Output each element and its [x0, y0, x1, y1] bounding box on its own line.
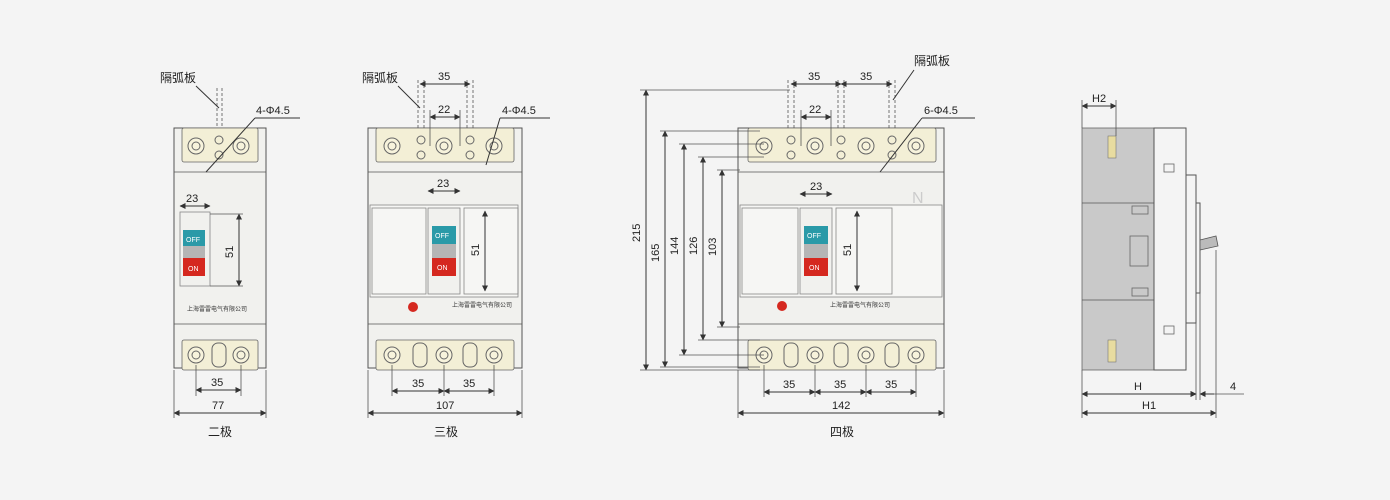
neutral-mark: N — [912, 190, 924, 207]
mounting-screw-icon — [1107, 135, 1117, 159]
on-button — [432, 258, 456, 276]
caption-four-pole: 四极 — [830, 425, 854, 439]
dim-pitch-3: 35 — [885, 379, 897, 391]
brand-label: 上海雷雷电气有限公司 — [452, 301, 512, 309]
brand-label: 上海雷雷电气有限公司 — [187, 305, 247, 313]
brand-label: 上海雷雷电气有限公司 — [830, 301, 890, 309]
dim-width: 142 — [832, 400, 850, 412]
off-label: OFF — [435, 233, 449, 240]
dim-4: 4 — [1230, 381, 1236, 393]
three-pole-drawing: 隔弧板 35 22 4-Φ4.5 OFF ON 上海雷雷电气有限公司 23 51… — [362, 71, 550, 439]
off-button — [183, 230, 205, 246]
dim-handle-width: 23 — [437, 178, 449, 190]
dim-h144: 144 — [669, 237, 681, 255]
on-label: ON — [437, 265, 448, 272]
two-pole-drawing: 隔弧板 4-Φ4.5 OFF ON 上海雷雷电气有限公司 23 51 35 77… — [160, 71, 300, 439]
dim-h165: 165 — [650, 244, 662, 262]
dim-pitch-1: 35 — [783, 379, 795, 391]
terminal-screw-icon — [187, 135, 250, 368]
indicator-dot — [408, 302, 418, 312]
dim-handle-height: 51 — [842, 244, 854, 256]
hole-label: 4-Φ4.5 — [256, 105, 290, 117]
dim-mount: 22 — [438, 104, 450, 116]
dim-h2: H2 — [1092, 93, 1106, 105]
arc-plate-label: 隔弧板 — [914, 54, 950, 68]
dim-top-pitch: 35 — [438, 71, 450, 83]
dim-width: 77 — [212, 400, 224, 412]
on-button — [804, 258, 828, 276]
handle-lever-icon — [1199, 235, 1219, 251]
dim-pitch: 35 — [211, 377, 223, 389]
off-button — [432, 226, 456, 244]
dim-h1: H1 — [1142, 400, 1156, 412]
dim-top-pitch-right: 35 — [860, 71, 872, 83]
dim-handle-height: 51 — [470, 244, 482, 256]
dim-top-pitch-left: 35 — [808, 71, 820, 83]
dim-handle-width: 23 — [186, 193, 198, 205]
dim-h215: 215 — [631, 224, 643, 242]
off-label: OFF — [186, 237, 200, 244]
hole-label: 6-Φ4.5 — [924, 105, 958, 117]
caption-three-pole: 三极 — [434, 425, 458, 439]
dim-handle-width: 23 — [810, 181, 822, 193]
on-label: ON — [188, 266, 199, 273]
off-button — [804, 226, 828, 244]
dim-h: H — [1134, 381, 1142, 393]
mounting-screw-icon — [1107, 339, 1117, 363]
on-button — [183, 258, 205, 276]
dim-mount: 22 — [809, 104, 821, 116]
dim-pitch-2: 35 — [834, 379, 846, 391]
four-pole-drawing: 35 35 隔弧板 22 6-Φ4.5 N OFF ON 上海雷雷电气有限公司 … — [631, 54, 975, 439]
dim-width: 107 — [436, 400, 454, 412]
hole-label: 4-Φ4.5 — [502, 105, 536, 117]
dim-h103: 103 — [707, 238, 719, 256]
indicator-dot — [777, 301, 787, 311]
dim-handle-height: 51 — [224, 246, 236, 258]
side-view-drawing: H2 H 4 H1 — [1081, 93, 1244, 418]
dim-pitch-left: 35 — [412, 378, 424, 390]
off-label: OFF — [807, 233, 821, 240]
caption-two-pole: 二极 — [208, 425, 232, 439]
arc-plate-label: 隔弧板 — [362, 71, 398, 85]
arc-plate-label: 隔弧板 — [160, 71, 196, 85]
dim-pitch-right: 35 — [463, 378, 475, 390]
on-label: ON — [809, 265, 820, 272]
dim-h126: 126 — [688, 237, 700, 255]
